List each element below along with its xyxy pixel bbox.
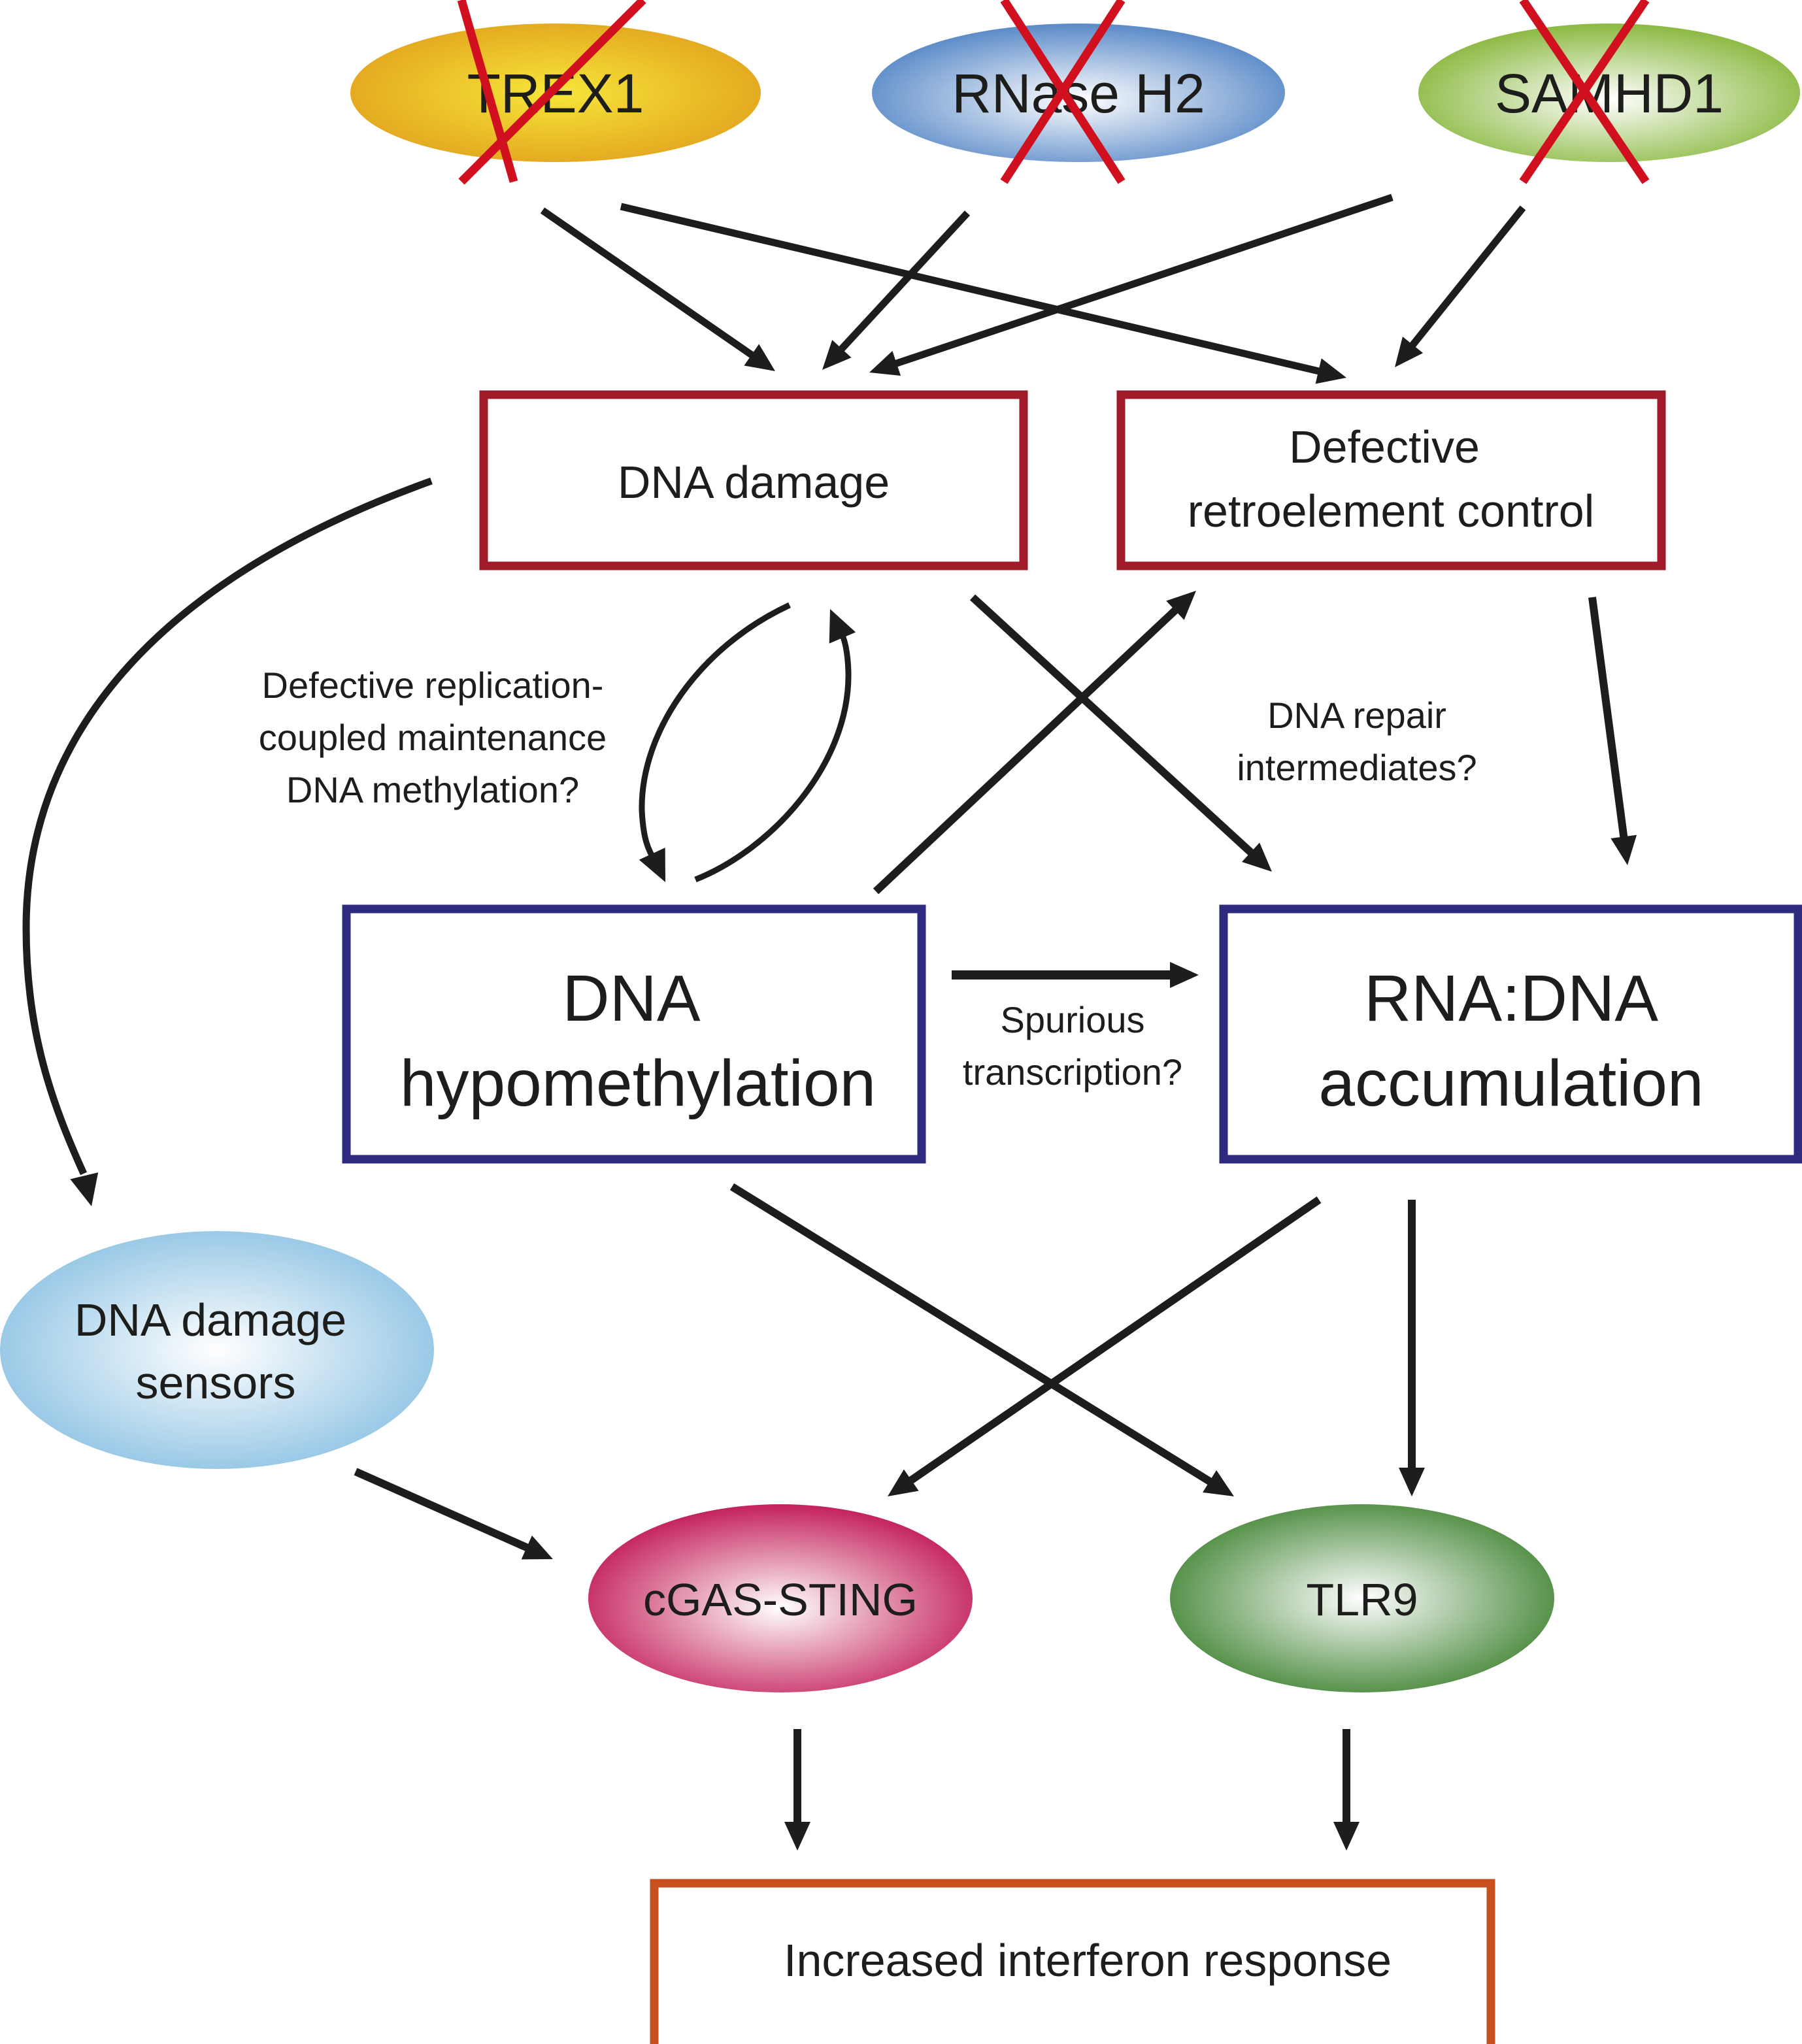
deleted-x-icon	[1000, 0, 1126, 184]
annotation-line: Defective replication-	[262, 665, 604, 706]
arrow-hypomethylation-to-dna-damage-head	[829, 609, 856, 644]
arrow-dna-damage-to-rnadna-head	[1242, 842, 1272, 872]
arrow-dna-damage-to-hypomethylation-head	[639, 848, 665, 882]
annotation-dna-repair: DNA repair intermediates?	[1237, 695, 1477, 788]
annotation-line: transcription?	[963, 1051, 1182, 1093]
gene-trex1[interactable]: TREX1	[350, 0, 761, 185]
arrow-dna-damage-to-sensors-head	[70, 1172, 99, 1206]
arrow-cgas-to-interferon-head	[784, 1822, 810, 1851]
annotation-line: coupled maintenance	[259, 717, 607, 758]
arrow-rnadna-to-cgas-head	[888, 1469, 919, 1496]
tlr9-label: TLR9	[1306, 1574, 1418, 1625]
arrow-sensors-to-cgas	[354, 1468, 531, 1553]
node-dna-damage-sensors[interactable]: DNA damage sensors	[0, 1231, 434, 1469]
arrow-samhd1-to-retro-head	[1395, 337, 1424, 367]
arrow-hypomethylation-to-dna-damage	[694, 625, 852, 883]
box-dna-damage[interactable]: DNA damage	[479, 390, 1028, 570]
cgas-ellipse	[588, 1504, 973, 1692]
arrow-sensors-to-cgas-head	[521, 1535, 553, 1560]
arrow-rnadna-to-tlr9-head	[1399, 1468, 1425, 1496]
arrow-samhd1-to-dna-damage-head	[869, 351, 901, 376]
arrow-retro-to-rnadna-head	[1610, 834, 1637, 865]
deleted-x-icon	[457, 0, 646, 185]
annotation-line: DNA repair	[1267, 695, 1446, 736]
deleted-x-icon	[1519, 0, 1650, 184]
arrow-trex1-to-retro	[620, 203, 1322, 376]
arrow-hypomethylation-to-retro	[873, 606, 1180, 895]
interferon-label: Increased interferon response	[784, 1935, 1392, 1986]
gene-samhd1[interactable]: SAMHD1	[1418, 0, 1800, 184]
arrow-hypomethylation-to-tlr9	[729, 1183, 1214, 1487]
arrow-dna-damage-to-rnadna	[969, 594, 1256, 857]
arrow-samhd1-to-retro	[1408, 205, 1526, 350]
arrow-rnaseh2-to-dna-damage	[837, 210, 971, 354]
annotation-line: intermediates?	[1237, 747, 1477, 788]
box-rna-dna-accumulation[interactable]: RNA:DNA accumulation	[1219, 904, 1802, 1164]
sensors-ellipse	[0, 1231, 434, 1469]
samhd1-label: SAMHD1	[1495, 63, 1724, 124]
sensors-label-line1: DNA damage	[75, 1294, 346, 1345]
samhd1-ellipse	[1418, 24, 1800, 162]
retro-label-line1: Defective	[1289, 421, 1480, 472]
rnadna-label-line1: RNA:DNA	[1364, 962, 1658, 1035]
dna-damage-label: DNA damage	[618, 457, 890, 508]
annotation-line: DNA methylation?	[286, 769, 579, 810]
annotation-line: Spurious	[1000, 999, 1144, 1040]
arrow-dna-damage-to-sensors	[22, 477, 433, 1176]
arrow-dna-damage-to-hypomethylation	[639, 602, 791, 865]
box-interferon-response[interactable]: Increased interferon response	[650, 1879, 1495, 2044]
arrow-trex1-to-retro-head	[1315, 358, 1346, 384]
arrow-trex1-to-dna-damage-head	[744, 344, 775, 371]
retro-label-line2: retroelement control	[1188, 486, 1595, 536]
box-retroelement-control[interactable]: Defective retroelement control	[1116, 390, 1666, 570]
hypomethylation-label-line1: DNA	[562, 962, 700, 1035]
tlr9-ellipse	[1170, 1504, 1554, 1692]
arrow-hypomethylation-to-retro-head	[1166, 591, 1196, 620]
rnaseh2-ellipse	[872, 24, 1285, 162]
arrow-retro-to-rnadna	[1588, 597, 1628, 840]
box-dna-hypomethylation[interactable]: DNA hypomethylation	[342, 904, 926, 1164]
arrows-layer	[22, 193, 1637, 1851]
arrow-rnaseh2-to-dna-damage-head	[822, 340, 852, 370]
gene-rnaseh2[interactable]: RNase H2	[872, 0, 1285, 184]
hypomethylation-label-line2: hypomethylation	[400, 1047, 876, 1120]
arrow-trex1-to-dna-damage	[540, 207, 756, 359]
arrow-hypomethylation-to-rnadna-head	[1170, 962, 1199, 988]
arrow-rnadna-to-cgas	[907, 1196, 1322, 1485]
arrow-samhd1-to-dna-damage	[893, 193, 1393, 368]
sensors-label-line2: sensors	[135, 1357, 295, 1408]
annotation-spurious-transcription: Spurious transcription?	[963, 999, 1182, 1093]
annotation-maintenance-methylation: Defective replication- coupled maintenan…	[259, 665, 607, 810]
node-cgas-sting[interactable]: cGAS-STING	[588, 1504, 973, 1692]
node-tlr9[interactable]: TLR9	[1170, 1504, 1554, 1692]
arrow-hypomethylation-to-tlr9-head	[1203, 1470, 1234, 1496]
cgas-label: cGAS-STING	[643, 1574, 918, 1625]
arrow-tlr9-to-interferon-head	[1333, 1822, 1360, 1851]
rnadna-label-line2: accumulation	[1318, 1047, 1703, 1120]
